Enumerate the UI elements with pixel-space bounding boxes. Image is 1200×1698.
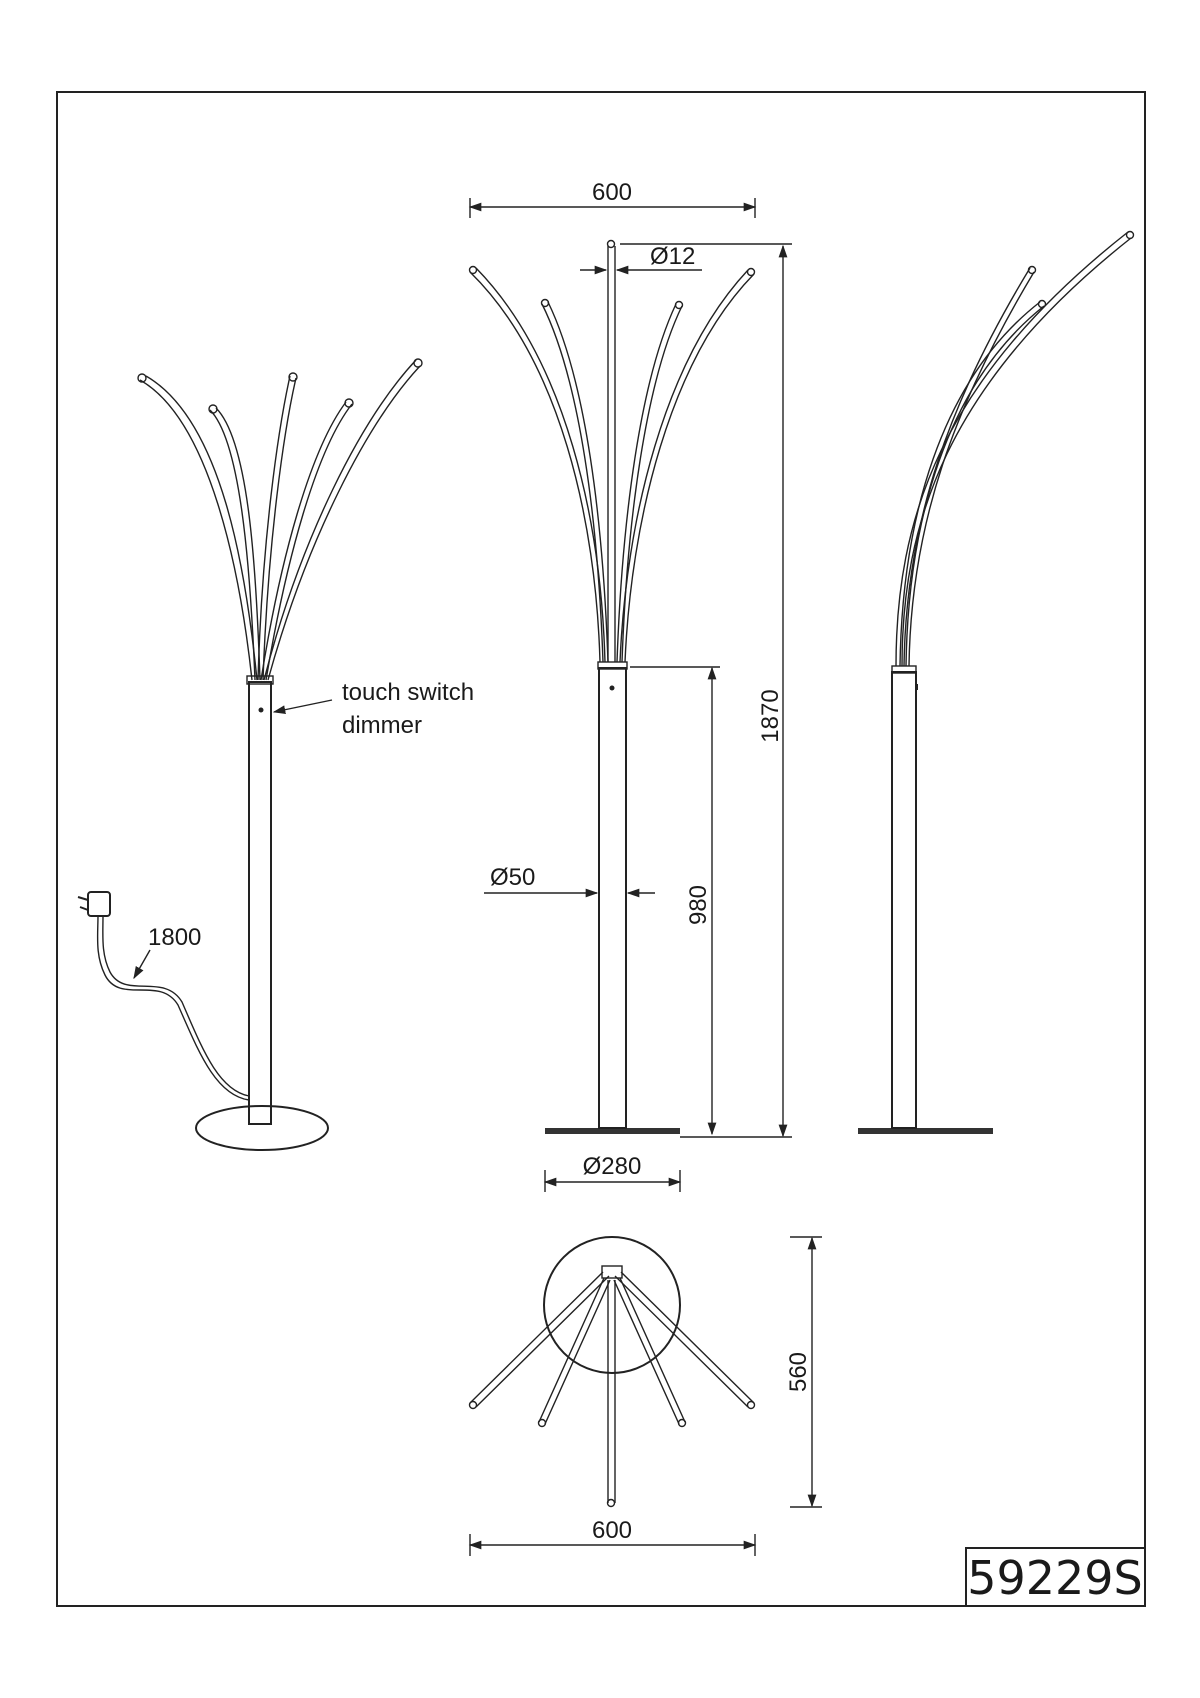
front-rod [541, 301, 609, 663]
switch-label-line2: dimmer [342, 712, 422, 739]
model-number-box [965, 1547, 1146, 1607]
dim-pole-height-label: 980 [685, 885, 712, 925]
front-pole [598, 667, 627, 1129]
rod-tip [537, 1418, 547, 1428]
front-pole-collar [597, 661, 628, 670]
side-rod [903, 267, 1035, 667]
rod-tip [1125, 230, 1135, 240]
power-cable [96, 914, 250, 1101]
rod-tip [468, 1400, 478, 1410]
plug-pin [77, 896, 89, 901]
rod-tip [677, 1418, 687, 1428]
perspective-rod [257, 375, 297, 681]
dim-pole-diameter-label: Ø50 [490, 864, 535, 891]
rod-tip [344, 398, 354, 408]
top-hub [601, 1265, 623, 1279]
rod-tip [137, 373, 147, 383]
front-rod [616, 303, 683, 663]
front-rod [469, 267, 606, 663]
side-pole [891, 671, 917, 1129]
touch-switch-icon [258, 707, 264, 713]
front-view: 600 Ø12 1870 980 Ø50 Ø280 [468, 179, 792, 1192]
cable-length-label: 1800 [148, 924, 201, 951]
rod-tip [413, 358, 423, 368]
front-rod [619, 269, 755, 663]
perspective-pole [248, 681, 272, 1125]
rod-tip [606, 239, 616, 249]
plug-pin [79, 906, 89, 911]
top-rod [538, 1277, 611, 1425]
side-rod [899, 301, 1045, 667]
perspective-view: touch switch dimmer 1800 [77, 358, 474, 1151]
dim-rod-diameter-label: Ø12 [650, 243, 695, 270]
dim-base-diameter-label: Ø280 [583, 1153, 642, 1180]
drawing-frame [56, 91, 1146, 1607]
rod-tip [746, 267, 756, 277]
side-base [858, 1128, 993, 1134]
dim-width-bottom-label: 600 [592, 1517, 632, 1544]
front-switch-icon [609, 685, 615, 691]
top-rod [469, 1271, 610, 1408]
perspective-rod [209, 407, 261, 681]
power-cable [102, 915, 250, 1097]
perspective-rod [263, 359, 421, 681]
dim-depth-label: 560 [785, 1352, 812, 1392]
rod-tip [606, 1498, 616, 1508]
perspective-base [195, 1105, 329, 1151]
model-number: 59229S [967, 1551, 1143, 1605]
front-base [545, 1128, 680, 1134]
rod-tip [1037, 299, 1047, 309]
side-view [858, 230, 1135, 1134]
rod-tip [288, 372, 298, 382]
rod-tip [746, 1400, 756, 1410]
cable-leader [133, 949, 151, 980]
rod-tip [208, 404, 218, 414]
top-rod [613, 1277, 686, 1425]
top-base-circle [543, 1236, 681, 1374]
switch-leader [272, 699, 333, 715]
dim-total-height-label: 1870 [757, 689, 784, 742]
rod-tip [540, 298, 550, 308]
perspective-rod [139, 375, 258, 681]
top-rod [614, 1271, 755, 1408]
top-view: 560 600 [468, 1236, 822, 1556]
switch-label-line1: touch switch [342, 679, 474, 706]
dim-width-top-label: 600 [592, 179, 632, 206]
top-rod [607, 1280, 616, 1503]
rod-tip [674, 300, 684, 310]
rod-tip [468, 265, 478, 275]
rod-tip [1027, 265, 1037, 275]
perspective-rod [260, 401, 353, 681]
power-plug-icon [87, 891, 111, 917]
side-switch-icon [915, 684, 918, 690]
